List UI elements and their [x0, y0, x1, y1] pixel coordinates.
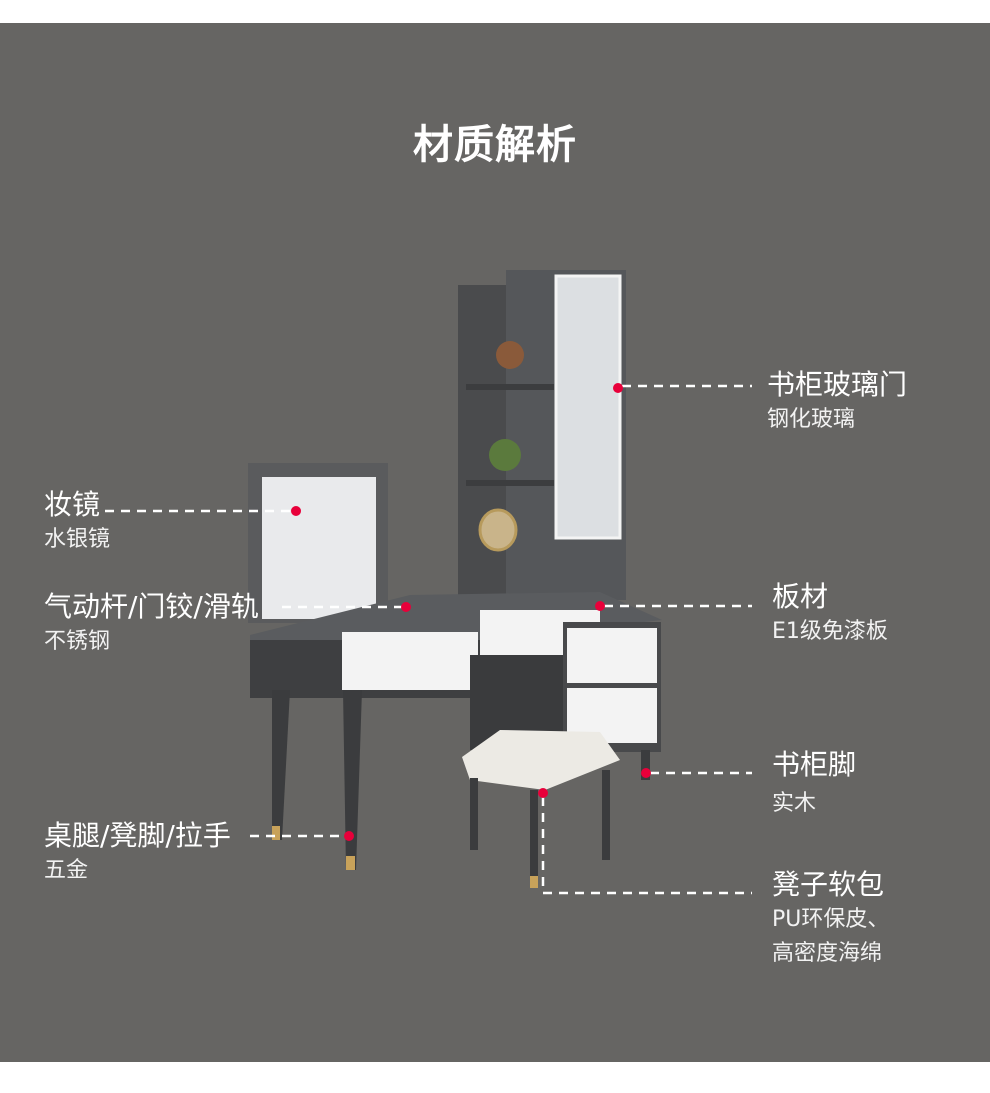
marker-dot	[613, 383, 623, 393]
marker-dot	[344, 831, 354, 841]
page-title: 材质解析	[413, 122, 577, 168]
annotation-label: 气动杆/门铰/滑轨	[44, 590, 259, 623]
annotation-label: 书柜玻璃门	[767, 368, 908, 401]
glass-door	[554, 274, 622, 540]
annotation-label: 板材	[772, 580, 829, 613]
mirror	[262, 477, 376, 619]
stool-cushion	[462, 730, 620, 790]
annotation-material: 不锈钢	[44, 629, 111, 654]
marker-dot	[538, 788, 548, 798]
desk-leg	[272, 690, 290, 840]
monkey-decor	[496, 341, 524, 369]
marker-dot	[291, 506, 301, 516]
plant-decor	[489, 439, 521, 471]
annotation-cabinet-feet: 书柜脚 实木	[772, 747, 856, 821]
cabinet-foot	[641, 750, 650, 780]
annotation-material: PU环保皮、	[772, 907, 890, 932]
annotation-material: 五金	[44, 858, 89, 883]
annotation-material: 高密度海绵	[772, 941, 883, 966]
annotation-label: 凳子软包	[772, 868, 885, 901]
marker-dot	[401, 602, 411, 612]
annotation-stool-cushion: 凳子软包 PU环保皮、 高密度海绵	[772, 867, 889, 971]
annotation-legs-handles: 桌腿/凳脚/拉手 五金	[44, 818, 231, 888]
annotation-label: 书柜脚	[772, 748, 857, 781]
annotation-vanity-mirror: 妆镜 水银镜	[44, 487, 110, 557]
drawer	[342, 632, 478, 690]
annotation-board: 板材 E1级免漆板	[772, 579, 888, 649]
annotation-material: E1级免漆板	[772, 619, 888, 644]
marker-dot	[641, 768, 651, 778]
annotation-material: 水银镜	[44, 527, 111, 552]
marker-dot	[595, 601, 605, 611]
annotation-label: 桌腿/凳脚/拉手	[44, 819, 231, 852]
annotation-material: 钢化玻璃	[767, 407, 856, 432]
annotation-label: 妆镜	[44, 488, 101, 521]
annotation-hardware-hinge: 气动杆/门铰/滑轨 不锈钢	[44, 589, 259, 659]
annotation-material: 实木	[772, 791, 817, 816]
annotation-cabinet-glass-door: 书柜玻璃门 钢化玻璃	[767, 367, 907, 437]
desk-leg	[343, 690, 362, 870]
drawer	[567, 628, 657, 683]
small-mirror	[478, 508, 518, 552]
